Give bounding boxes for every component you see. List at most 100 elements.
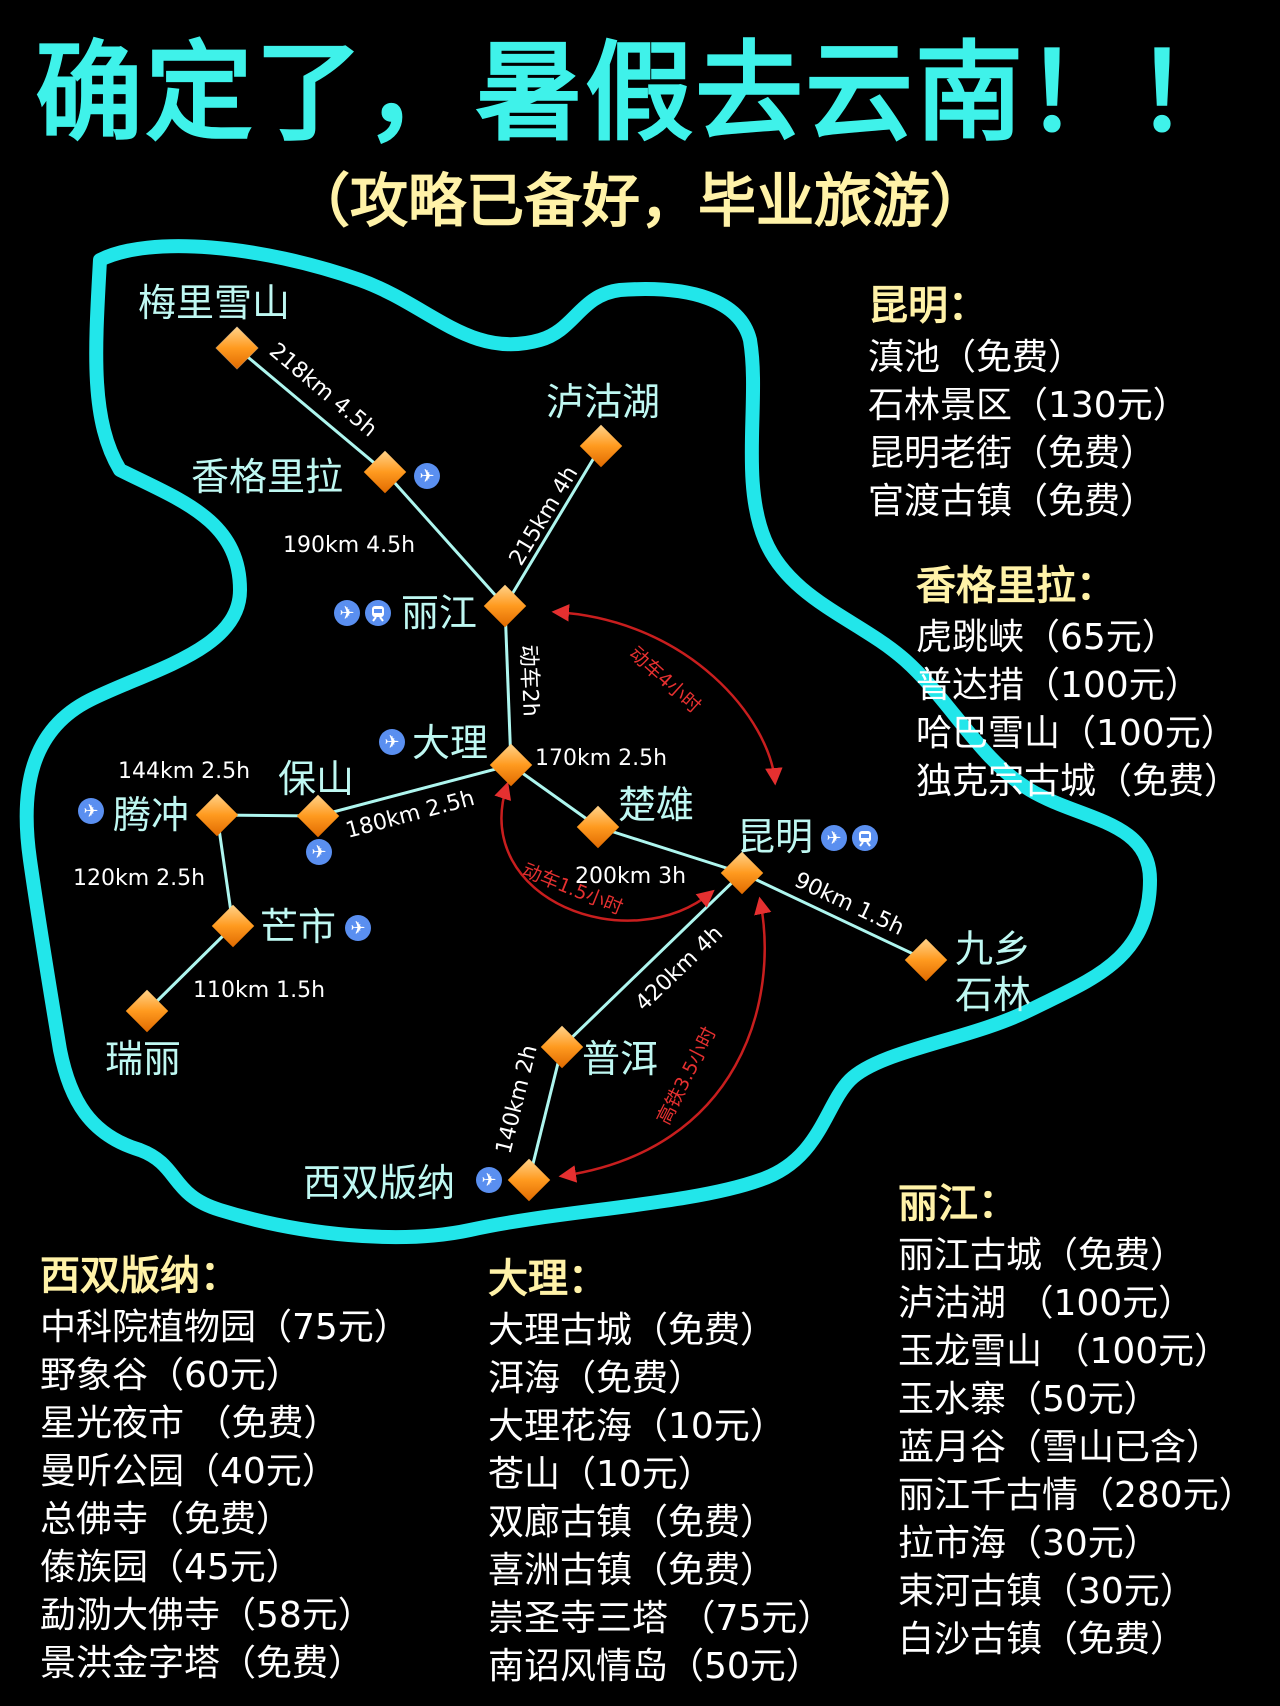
attraction-item: 泸沽湖 （100元）	[898, 1283, 1195, 1324]
attraction-item: 丽江千古情（280元）	[898, 1475, 1255, 1516]
plane-icon	[379, 729, 405, 755]
attraction-item: 喜洲古镇（免费）	[488, 1550, 777, 1591]
attraction-item: 昆明老街（免费）	[868, 433, 1157, 474]
panel-title: 西双版纳：	[40, 1253, 240, 1299]
attraction-item: 哈巴雪山（100元）	[916, 713, 1237, 754]
attraction-list: 中科院植物园（75元） 野象谷（60元） 星光夜市 （免费） 曼听公园（40元） 总佛寺…	[40, 1304, 410, 1688]
city-labels: 梅里雪山 香格里拉 泸沽湖 丽江 大理 保山 腾冲 楚雄 昆明 芒市 瑞丽 九乡…	[105, 281, 1031, 1205]
attraction-item: 虎跳峡（65元）	[916, 617, 1178, 658]
plane-icon	[334, 600, 360, 626]
attraction-item: 景洪金字塔（免费）	[40, 1643, 365, 1684]
node-diamond-icon	[489, 743, 533, 787]
panel-kunming: 昆明： 滇池（免费） 石林景区（130元） 昆明老街（免费） 官渡古镇（免费）	[868, 282, 1189, 526]
dist-lijiang-dali: 动车2h	[515, 644, 543, 717]
route-baoshan-dali	[317, 763, 512, 818]
dist-baoshan-dali: 180km 2.5h	[343, 786, 477, 844]
node-diamond-icon	[363, 450, 407, 494]
route-mangshi-ruili	[145, 924, 235, 1013]
plane-icon	[821, 825, 847, 851]
plane-icon	[476, 1167, 502, 1193]
attraction-item: 双廊古镇（免费）	[488, 1502, 777, 1543]
route-lugu-lijiang	[503, 445, 603, 607]
attraction-list: 虎跳峡（65元） 普达措（100元） 哈巴雪山（100元） 独克宗古城（免费）	[916, 614, 1240, 806]
plane-icon	[345, 915, 371, 941]
attraction-item: 石林景区（130元）	[868, 385, 1189, 426]
attraction-item: 苍山（10元）	[488, 1454, 714, 1495]
panel-shangrila: 香格里拉： 虎跳峡（65元） 普达措（100元） 哈巴雪山（100元） 独克宗古城（免…	[916, 562, 1240, 806]
attraction-item: 白沙古镇（免费）	[898, 1619, 1187, 1660]
panel-lijiang: 丽江： 丽江古城（免费）泸沽湖 （100元）玉龙雪山 （100元）玉水寨（50元…	[898, 1180, 1255, 1664]
city-lijiang: 丽江	[401, 591, 477, 635]
panel-dali: 大理： 大理古城（免费） 洱海（免费） 大理花海（10元） 苍山（10元） 双廊古镇（免…	[488, 1255, 833, 1691]
dist-mangshi-ruili: 110km 1.5h	[193, 978, 325, 1003]
attraction-item: 傣族园（45元）	[40, 1547, 302, 1588]
panel-xishuangbanna: 西双版纳： 中科院植物园（75元） 野象谷（60元） 星光夜市 （免费） 曼听公园（4…	[40, 1252, 410, 1688]
attraction-item: 官渡古镇（免费）	[868, 481, 1157, 522]
dist-tengchong-baoshan: 144km 2.5h	[118, 759, 250, 784]
rail-xishuang-kunming	[558, 896, 772, 1183]
attraction-item: 玉龙雪山 （100元）	[898, 1331, 1231, 1372]
node-diamond-icon	[507, 1158, 551, 1202]
node-diamond-icon	[540, 1025, 584, 1069]
train-icon	[851, 824, 879, 852]
dist-shangri-lijiang: 190km 4.5h	[283, 533, 415, 558]
attraction-item: 勐泐大佛寺（58元）	[40, 1595, 374, 1636]
route-kunming-jiuxiang	[741, 871, 927, 962]
plane-icon	[306, 839, 332, 865]
attraction-item: 拉市海（30元）	[898, 1523, 1160, 1564]
city-dali: 大理	[412, 721, 488, 765]
attraction-item: 大理花海（10元）	[488, 1406, 786, 1447]
attraction-item: 滇池（免费）	[868, 337, 1085, 378]
attraction-list: 大理古城（免费） 洱海（免费） 大理花海（10元） 苍山（10元） 双廊古镇（免费） 喜洲…	[488, 1307, 833, 1691]
node-diamond-icon	[579, 424, 623, 468]
attraction-list: 丽江古城（免费） 泸沽湖 （100元） 玉龙雪山 （100元） 玉水寨（50元） 蓝月谷…	[898, 1232, 1255, 1664]
route-lijiang-dali	[503, 605, 513, 766]
panel-title: 香格里拉：	[916, 563, 1116, 609]
rail-lijiang-kunming	[551, 604, 783, 786]
attraction-item: 玉水寨（50元）	[898, 1379, 1160, 1420]
node-diamond-icon	[215, 326, 259, 370]
city-lugu: 泸沽湖	[546, 380, 660, 424]
rail-label-lijiang-kunming: 动车4小时	[625, 642, 705, 717]
attraction-item: 束河古镇（30元）	[898, 1571, 1196, 1612]
dist-tengchong-mangshi: 120km 2.5h	[73, 866, 205, 891]
rail-label-xishuang-kunming: 高铁3.5小时	[653, 1024, 721, 1129]
city-jiuxiang: 九乡	[955, 927, 1031, 971]
train-icon	[364, 599, 392, 627]
route-puer-xishuang	[527, 1046, 564, 1181]
city-kunming: 昆明	[737, 815, 813, 859]
attraction-item: 曼听公园（40元）	[40, 1451, 338, 1492]
city-ruili: 瑞丽	[105, 1037, 181, 1081]
panel-title: 大理：	[488, 1256, 608, 1302]
attraction-item: 野象谷（60元）	[40, 1355, 302, 1396]
city-tengchong: 腾冲	[113, 793, 189, 837]
node-diamond-icon	[195, 793, 239, 837]
page-title: 确定了，暑假去云南！！	[34, 31, 1245, 156]
attraction-item: 总佛寺（免费）	[40, 1499, 293, 1540]
attraction-item: 普达措（100元）	[916, 665, 1201, 706]
dist-lugu-lijiang: 215km 4h	[505, 462, 584, 570]
panel-title: 昆明：	[868, 283, 988, 329]
attraction-item: 崇圣寺三塔 （75元）	[488, 1598, 834, 1639]
node-diamond-icon	[904, 938, 948, 982]
attraction-item: 中科院植物园（75元）	[40, 1307, 410, 1348]
route-dali-chuxiong	[510, 763, 599, 829]
plane-icon	[414, 463, 440, 489]
route-meili-shangri	[236, 346, 386, 474]
city-xishuang: 西双版纳	[303, 1161, 455, 1205]
city-shangri: 香格里拉	[191, 455, 343, 499]
attraction-item: 星光夜市 （免费）	[40, 1403, 340, 1444]
attraction-item: 丽江古城（免费）	[898, 1235, 1187, 1276]
city-shilin: 石林	[955, 973, 1031, 1017]
attraction-item: 独克宗古城（免费）	[916, 761, 1241, 802]
city-mangshi: 芒市	[260, 905, 336, 949]
attraction-item: 蓝月谷（雪山已含）	[898, 1427, 1223, 1468]
node-diamond-icon	[576, 805, 620, 849]
attraction-item: 洱海（免费）	[488, 1358, 705, 1399]
city-chuxiong: 楚雄	[618, 783, 694, 827]
dist-xishuang-puer: 140km 2h	[492, 1043, 543, 1157]
attraction-item: 大理古城（免费）	[488, 1310, 777, 1351]
dist-dali-chuxiong: 170km 2.5h	[535, 746, 667, 771]
city-puer: 普洱	[582, 1037, 658, 1081]
